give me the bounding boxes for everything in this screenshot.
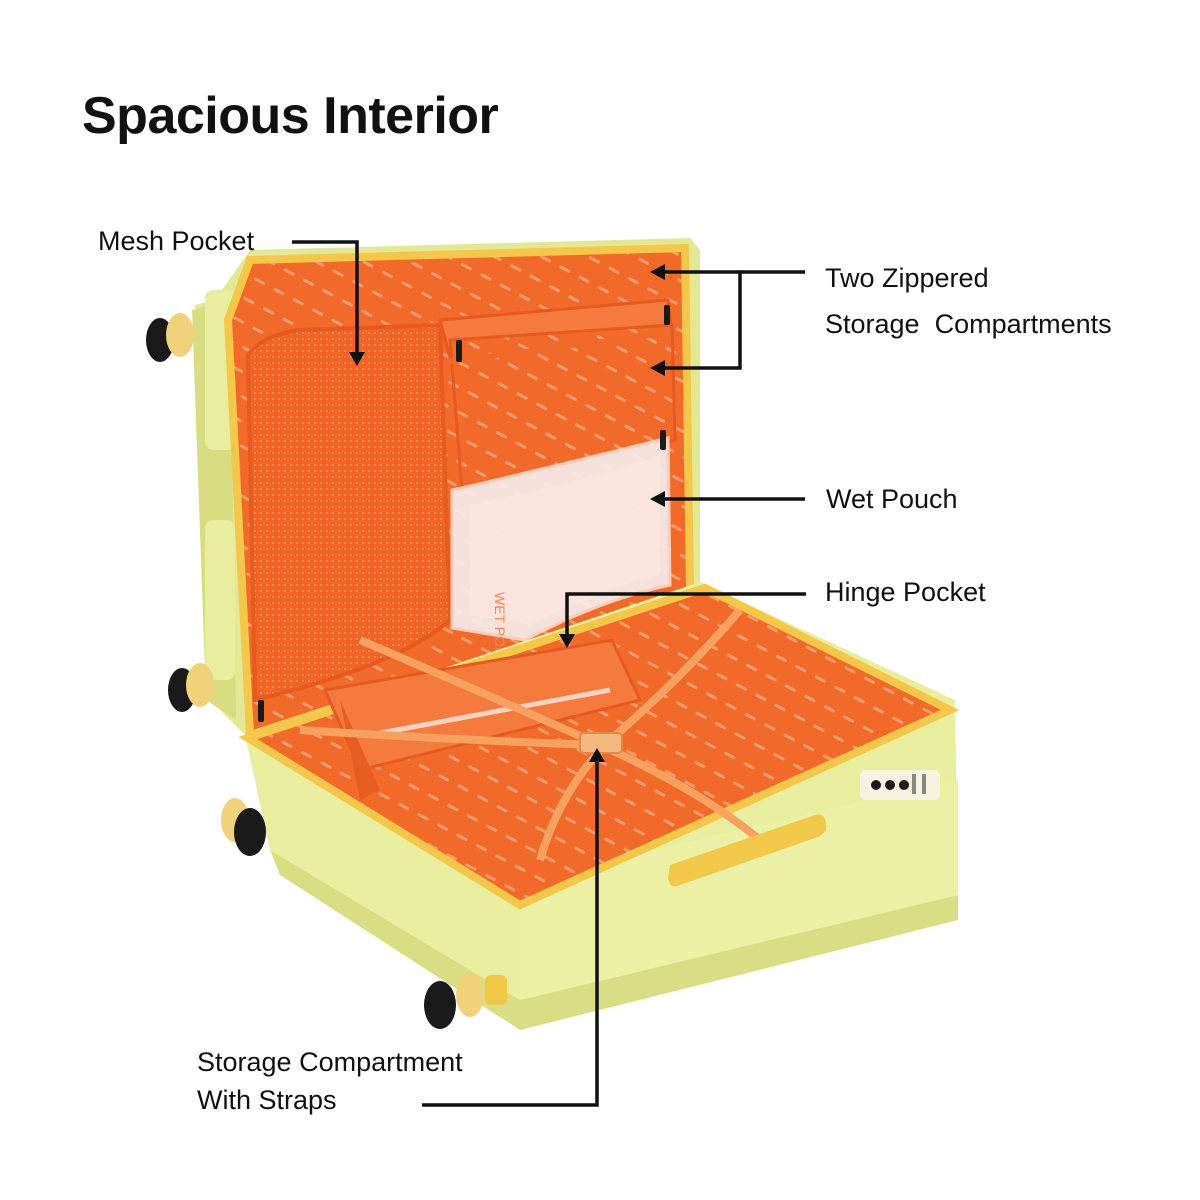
callout-wet-pouch-text: Wet Pouch	[826, 484, 958, 514]
mesh-pocket-leader	[292, 240, 359, 356]
callout-mesh-pocket-text: Mesh Pocket	[98, 226, 255, 256]
callout-storage-straps-line1: Storage Compartment	[197, 1047, 463, 1077]
callout-two-zippered-line1: Two Zippered	[825, 263, 989, 293]
callout-storage-straps-line2: With Straps	[197, 1085, 337, 1115]
callout-hinge-pocket: Hinge Pocket	[825, 569, 986, 615]
hinge-pocket-leader	[565, 592, 806, 638]
callout-two-zippered: Two Zippered Storage Compartments	[825, 255, 1112, 347]
storage-straps-leader	[422, 760, 599, 1107]
two-zippered-leader	[660, 270, 805, 370]
callout-mesh-pocket: Mesh Pocket	[98, 218, 254, 264]
callout-hinge-pocket-text: Hinge Pocket	[825, 577, 986, 607]
arrowheads	[349, 264, 665, 762]
leader-lines	[292, 240, 806, 1107]
tsa-lock	[860, 770, 940, 800]
callout-wet-pouch: Wet Pouch	[826, 476, 958, 522]
strap-buckle	[579, 732, 623, 754]
lid-rim	[223, 243, 695, 741]
callout-two-zippered-line2: Storage Compartments	[825, 309, 1112, 339]
base-wheels	[221, 798, 507, 1029]
side-handle	[668, 814, 826, 887]
callout-storage-straps: Storage Compartment With Straps	[197, 1043, 463, 1119]
mesh-pocket	[245, 322, 453, 703]
page-title: Spacious Interior	[82, 87, 499, 145]
lid-wheels	[146, 313, 214, 712]
